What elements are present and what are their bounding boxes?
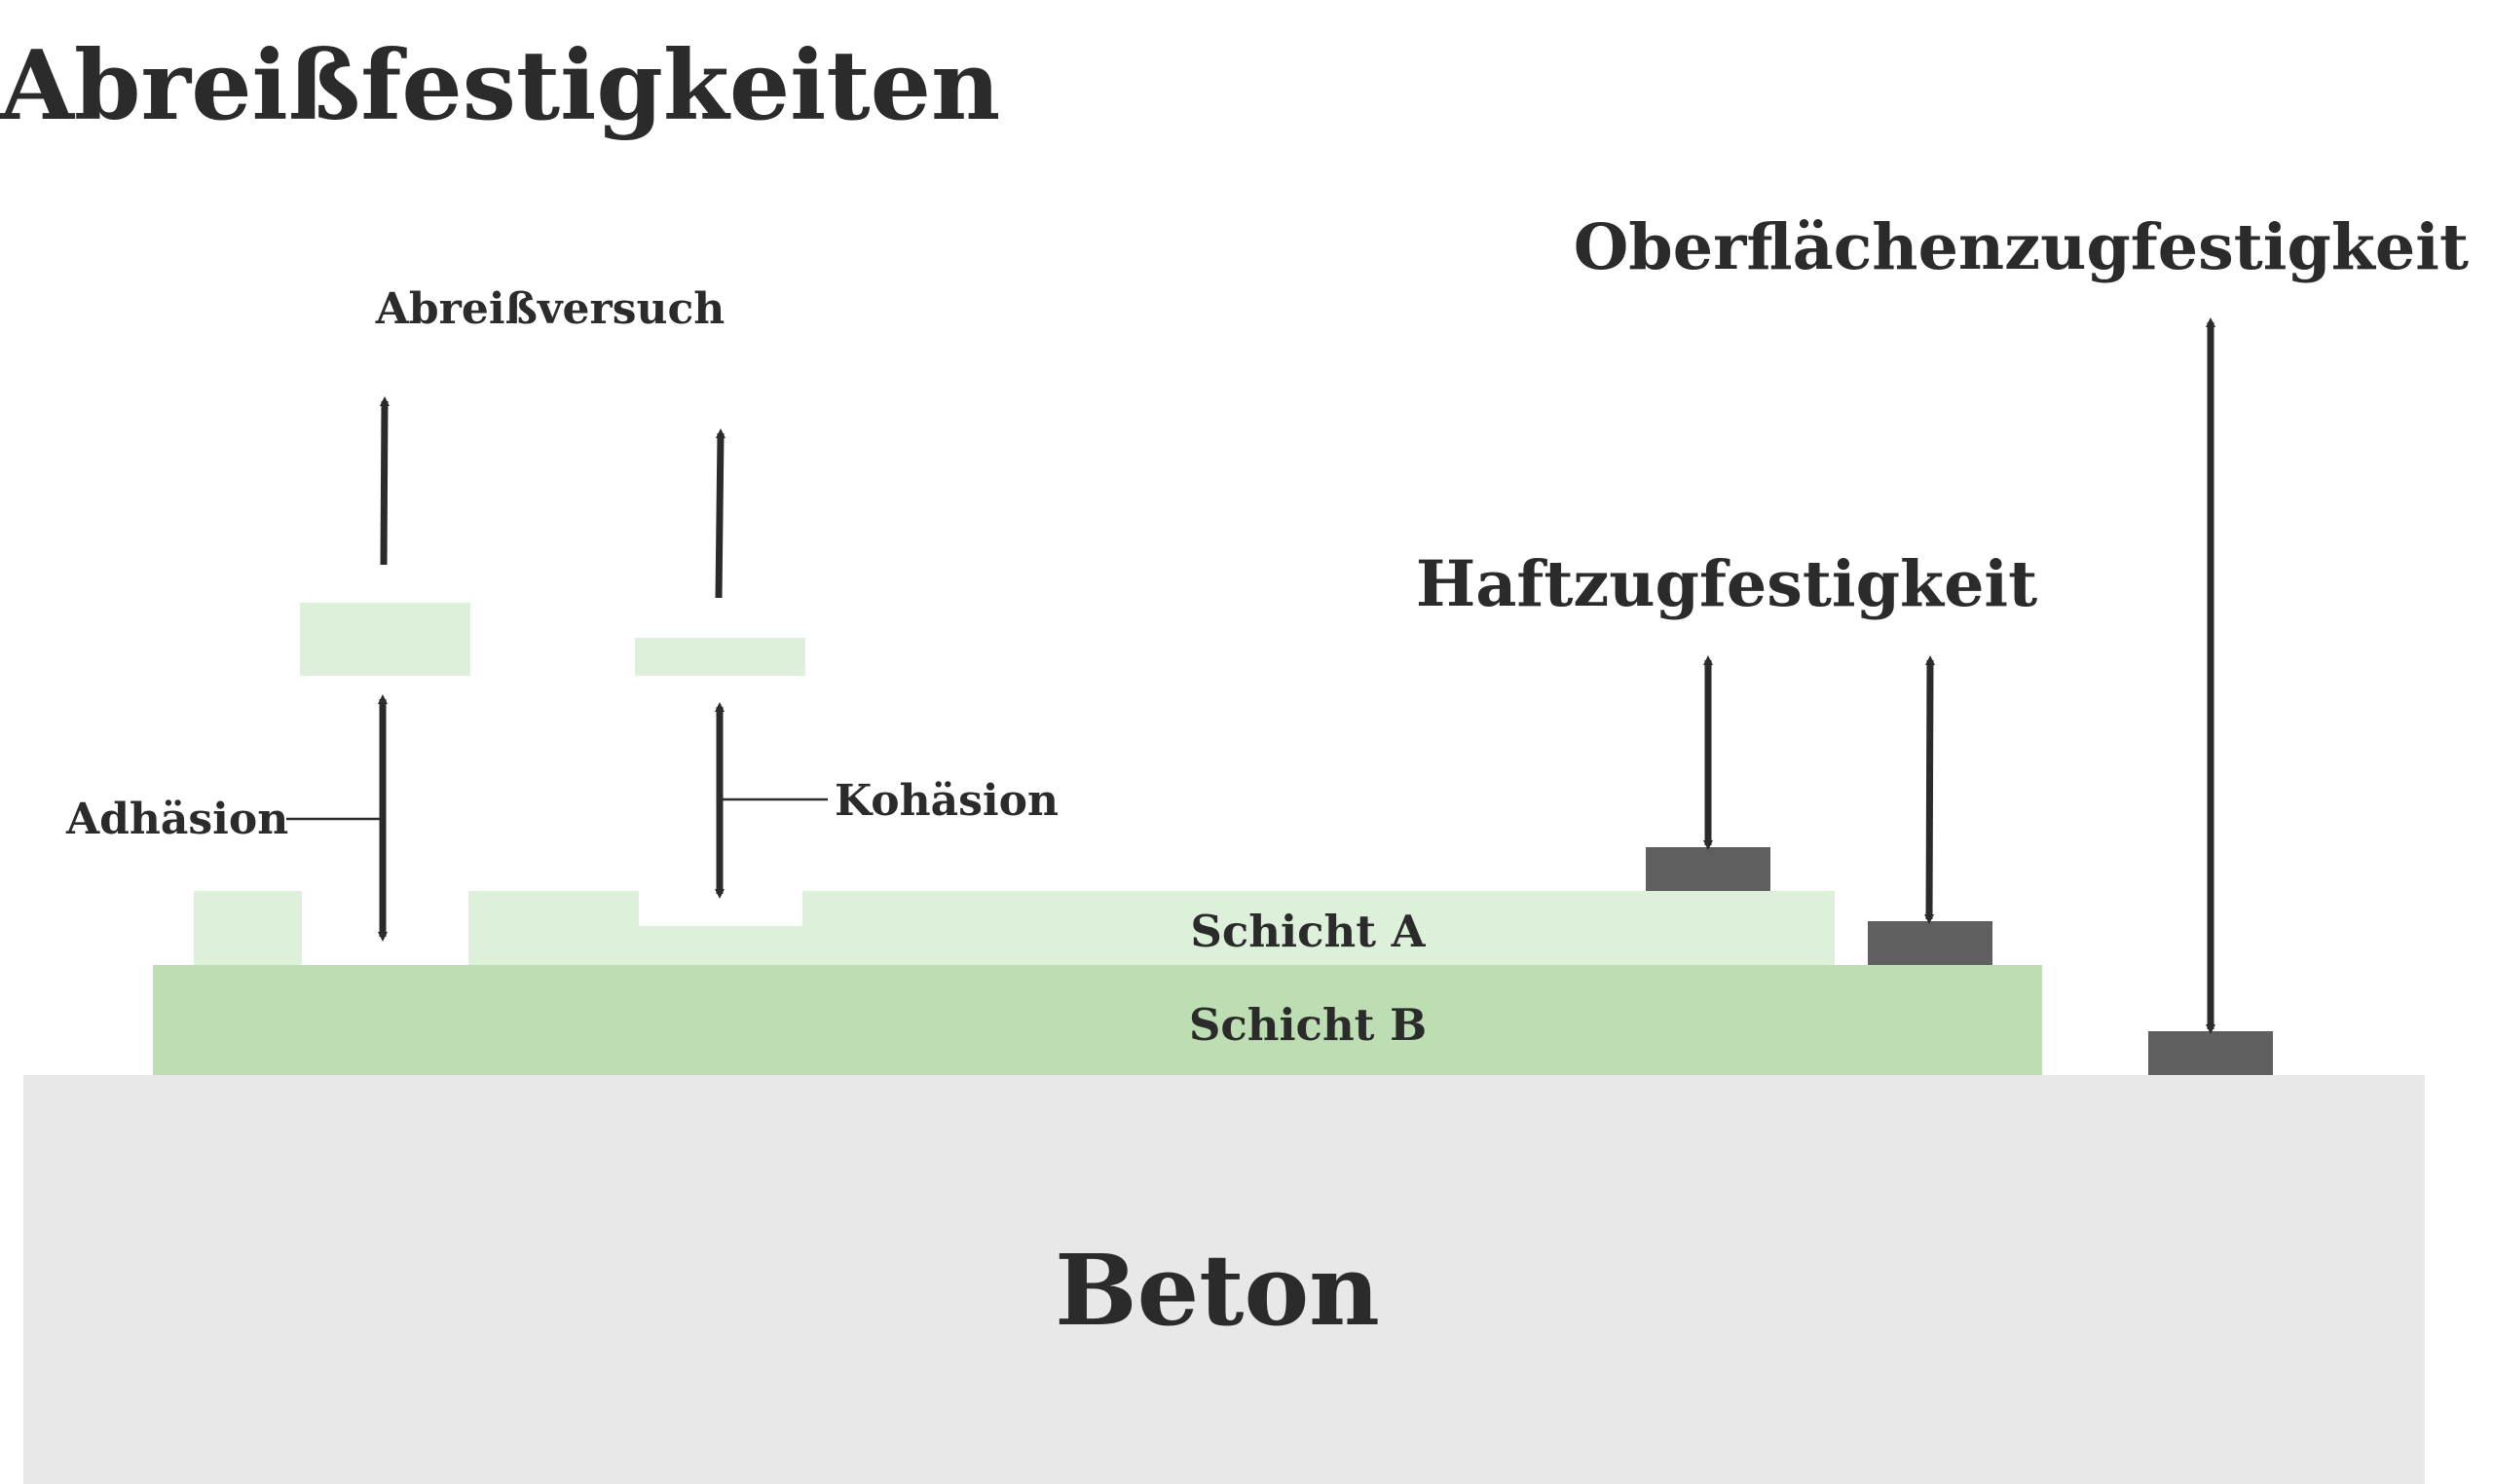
layer-b	[153, 965, 2042, 1075]
layer-a-segment-left	[194, 891, 302, 965]
test-stamp-on-layer-b	[1868, 921, 1992, 965]
layer-a-segment-middle	[468, 891, 639, 965]
pulled-piece-cohesion	[635, 638, 805, 676]
test-stamp-on-layer-a	[1646, 847, 1770, 891]
bond-strength-label: Haftzugfestigkeit	[1416, 547, 2037, 621]
surface-strength-label: Oberflächenzugfestigkeit	[1574, 210, 2469, 284]
concrete-substrate	[23, 1075, 2425, 1484]
test-stamp-on-concrete	[2148, 1031, 2273, 1075]
layer-b-label: Schicht B	[1189, 999, 1427, 1051]
cohesion-label: Kohäsion	[835, 776, 1059, 826]
concrete-label: Beton	[1055, 1233, 1380, 1348]
pull-arrow-cohesion-up-icon	[715, 428, 726, 599]
pull-test-label: Abreißversuch	[375, 284, 726, 334]
layer-a-label: Schicht A	[1190, 906, 1426, 957]
layer-a-segment-main	[802, 891, 1835, 965]
pulled-piece-adhesion	[300, 603, 470, 676]
bond-arrow-layer-b-icon	[1924, 655, 1935, 924]
diagram-title: Abreißfestigkeiten	[0, 30, 1000, 142]
layer-a-cohesion-residue	[639, 926, 802, 965]
adhesion-label: Adhäsion	[65, 795, 288, 844]
pull-arrow-adhesion-up-icon	[379, 396, 390, 566]
